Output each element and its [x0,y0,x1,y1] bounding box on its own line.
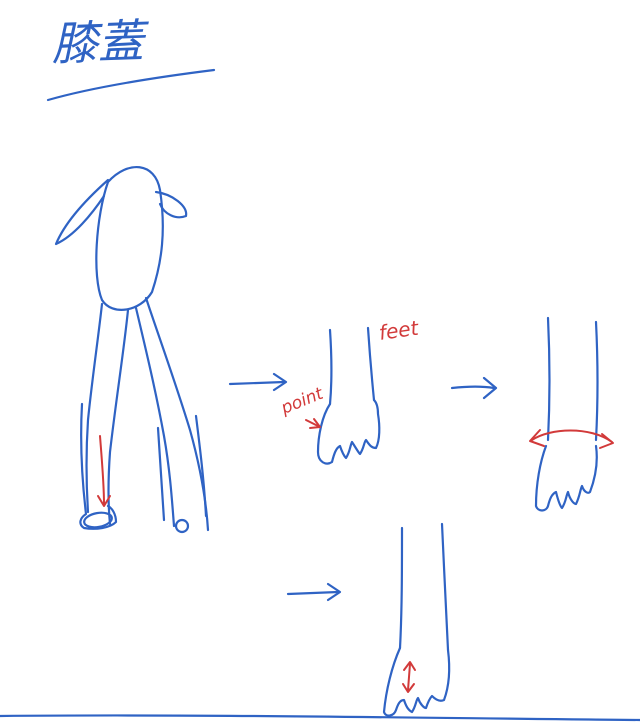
flex-red-arrowhead-bottom [402,683,415,693]
right-foot [174,518,190,534]
foot1-shin-right [366,326,376,402]
right-leg-inner [134,306,176,528]
foot2-shin-left [546,316,551,442]
arrow-right-3 [286,582,342,602]
left-foot [83,511,113,529]
right-shin-right [194,414,208,518]
arrow-right-1 [228,372,288,392]
foot3-shin-right [440,522,450,652]
foot3-outline [382,646,451,717]
flex-red-arrow [407,663,411,691]
right-shin-left [156,426,166,522]
rotation-red-arrowhead-right [599,433,614,449]
legs-front-view [54,166,210,534]
point-red-arrowhead [309,418,321,429]
foot1-shin-left [328,328,333,406]
torso-outline [95,166,164,311]
arrow-right-2 [450,376,498,400]
left-leg-red-arrow [99,435,105,505]
foot-flex-view [382,522,451,717]
left-leg-inner [107,308,130,526]
foot2-shin-right [594,320,599,442]
title-text: 膝蓋 [50,14,151,71]
left-arm [54,178,110,246]
foot3-shin-left [398,526,404,650]
rotation-red-arrowhead-left [529,429,545,447]
title-group: 膝蓋 [50,14,151,71]
flex-red-arrowhead-top [403,661,416,671]
left-boot [79,402,118,530]
rotation-red-arrow [531,429,613,443]
right-leg-outer [144,296,210,532]
left-leg-outer [85,302,104,514]
bottom-line [0,714,640,722]
foot-point-view: feet point [277,316,421,465]
left-leg-red-arrowhead [97,495,111,507]
right-arm [154,190,188,219]
foot1-outline [316,398,381,465]
point-label: point [277,383,327,419]
foot2-outline [534,444,598,512]
foot-rotation-view [529,316,614,512]
point-red-arrow [305,419,319,427]
title-underline [46,68,216,102]
feet-label: feet [377,316,421,345]
